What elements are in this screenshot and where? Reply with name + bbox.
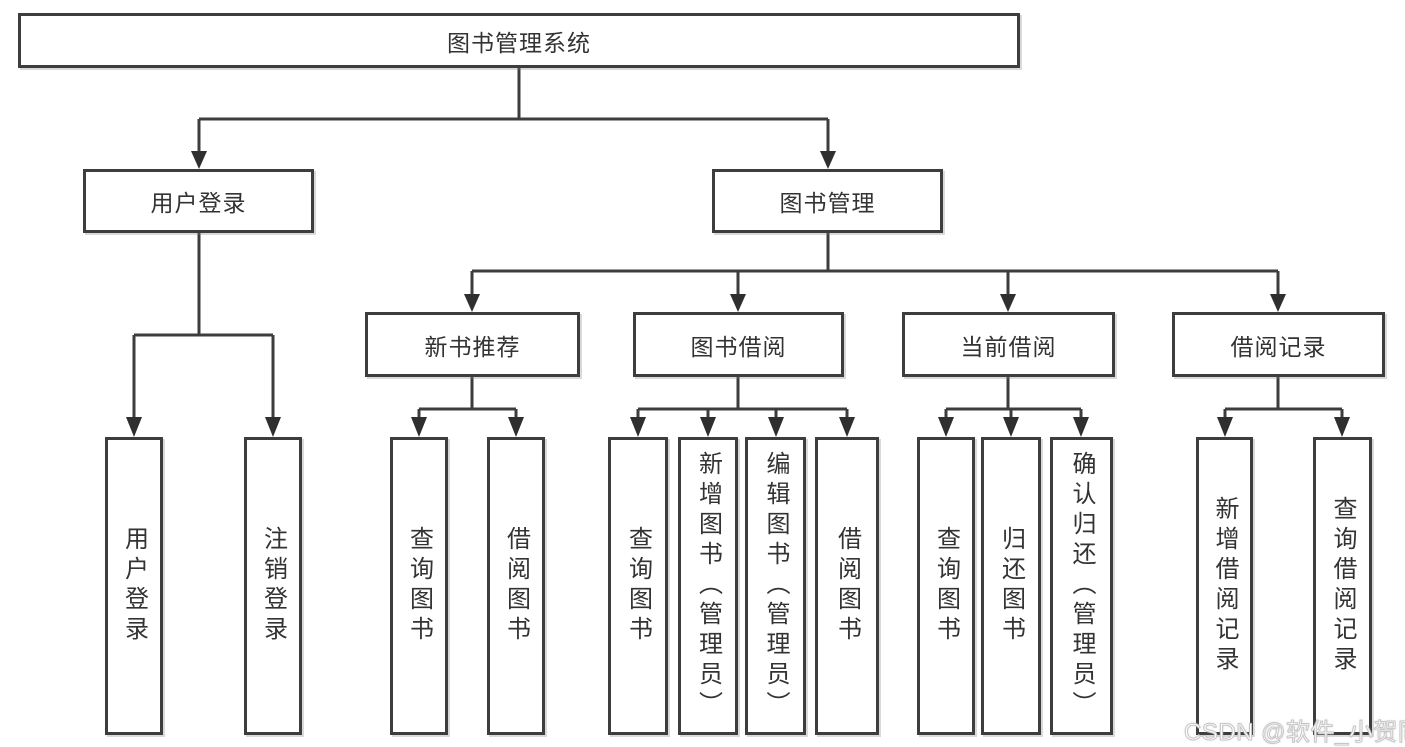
leaf-query-books-borrow: 查询图书 [608,437,668,735]
leaf-edit-book-admin: 编辑图书（管理员） [745,437,806,735]
leaf-add-book-admin-label: 新增图书（管理员） [694,451,722,721]
node-current-borrow-label: 当前借阅 [960,333,1057,360]
leaf-query-books-recommend: 查询图书 [390,437,448,735]
leaf-user-login-label: 用户登录 [120,526,148,646]
node-borrow-records: 借阅记录 [1172,312,1385,377]
node-library-management-system: 图书管理系统 [18,13,1020,68]
node-book-management-label: 图书管理 [779,190,876,216]
csdn-watermark: CSDN @软件_小贺同学 [1184,719,1405,747]
leaf-add-borrow-record-label: 新增借阅记录 [1211,496,1238,676]
leaf-query-borrow-record: 查询借阅记录 [1313,437,1372,735]
leaf-confirm-return-admin-label: 确认归还（管理员） [1068,451,1095,721]
leaf-query-borrow-record-label: 查询借阅记录 [1329,496,1356,676]
leaf-add-book-admin: 新增图书（管理员） [678,437,738,735]
leaf-edit-book-admin-label: 编辑图书（管理员） [762,451,789,721]
leaf-user-login: 用户登录 [105,437,163,735]
node-borrow-records-label: 借阅记录 [1230,333,1327,360]
node-book-borrow-label: 图书借阅 [690,333,787,360]
node-book-borrow: 图书借阅 [633,312,844,377]
leaf-borrow-books: 借阅图书 [815,437,879,735]
node-new-book-recommend: 新书推荐 [365,312,580,377]
arrowheads [126,151,1350,437]
leaf-borrow-books-recommend: 借阅图书 [487,437,545,735]
node-user-login: 用户登录 [83,169,314,233]
leaf-return-book: 归还图书 [981,437,1041,735]
leaf-logout-label: 注销登录 [259,526,287,646]
node-new-book-recommend-label: 新书推荐 [424,333,521,360]
node-library-management-system-label: 图书管理系统 [447,29,591,56]
leaf-borrow-books-label: 借阅图书 [833,526,861,646]
node-current-borrow: 当前借阅 [902,312,1115,377]
leaf-borrow-books-recommend-label: 借阅图书 [502,526,530,646]
leaf-return-book-label: 归还图书 [997,526,1025,646]
leaf-logout: 注销登录 [244,437,302,735]
leaf-query-books-current: 查询图书 [917,437,975,735]
leaf-confirm-return-admin: 确认归还（管理员） [1050,437,1113,735]
node-book-management: 图书管理 [712,169,943,233]
leaf-query-books-recommend-label: 查询图书 [405,526,433,646]
node-user-login-label: 用户登录 [150,190,247,216]
leaf-query-books-borrow-label: 查询图书 [624,526,652,646]
leaf-query-books-current-label: 查询图书 [932,526,960,646]
leaf-add-borrow-record: 新增借阅记录 [1196,437,1253,735]
